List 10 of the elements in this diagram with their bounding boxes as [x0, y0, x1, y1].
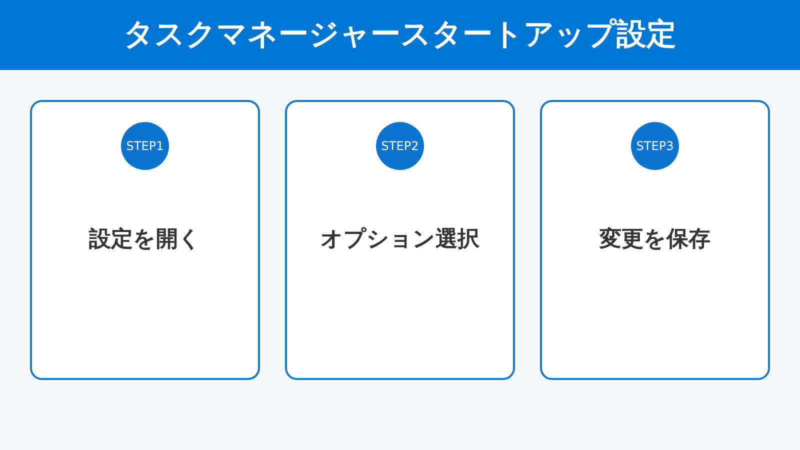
step-badge: STEP2	[376, 122, 424, 170]
step-badge: STEP3	[631, 122, 679, 170]
step-card	[30, 100, 260, 380]
step-label: オプション選択	[320, 226, 480, 254]
step-label: 変更を保存	[598, 226, 712, 254]
step-badge: STEP1	[121, 122, 169, 170]
step-label: 設定を開く	[88, 226, 202, 254]
step-card	[285, 100, 515, 380]
page-title: タスクマネージャースタートアップ設定	[124, 17, 676, 53]
step-card	[540, 100, 770, 380]
